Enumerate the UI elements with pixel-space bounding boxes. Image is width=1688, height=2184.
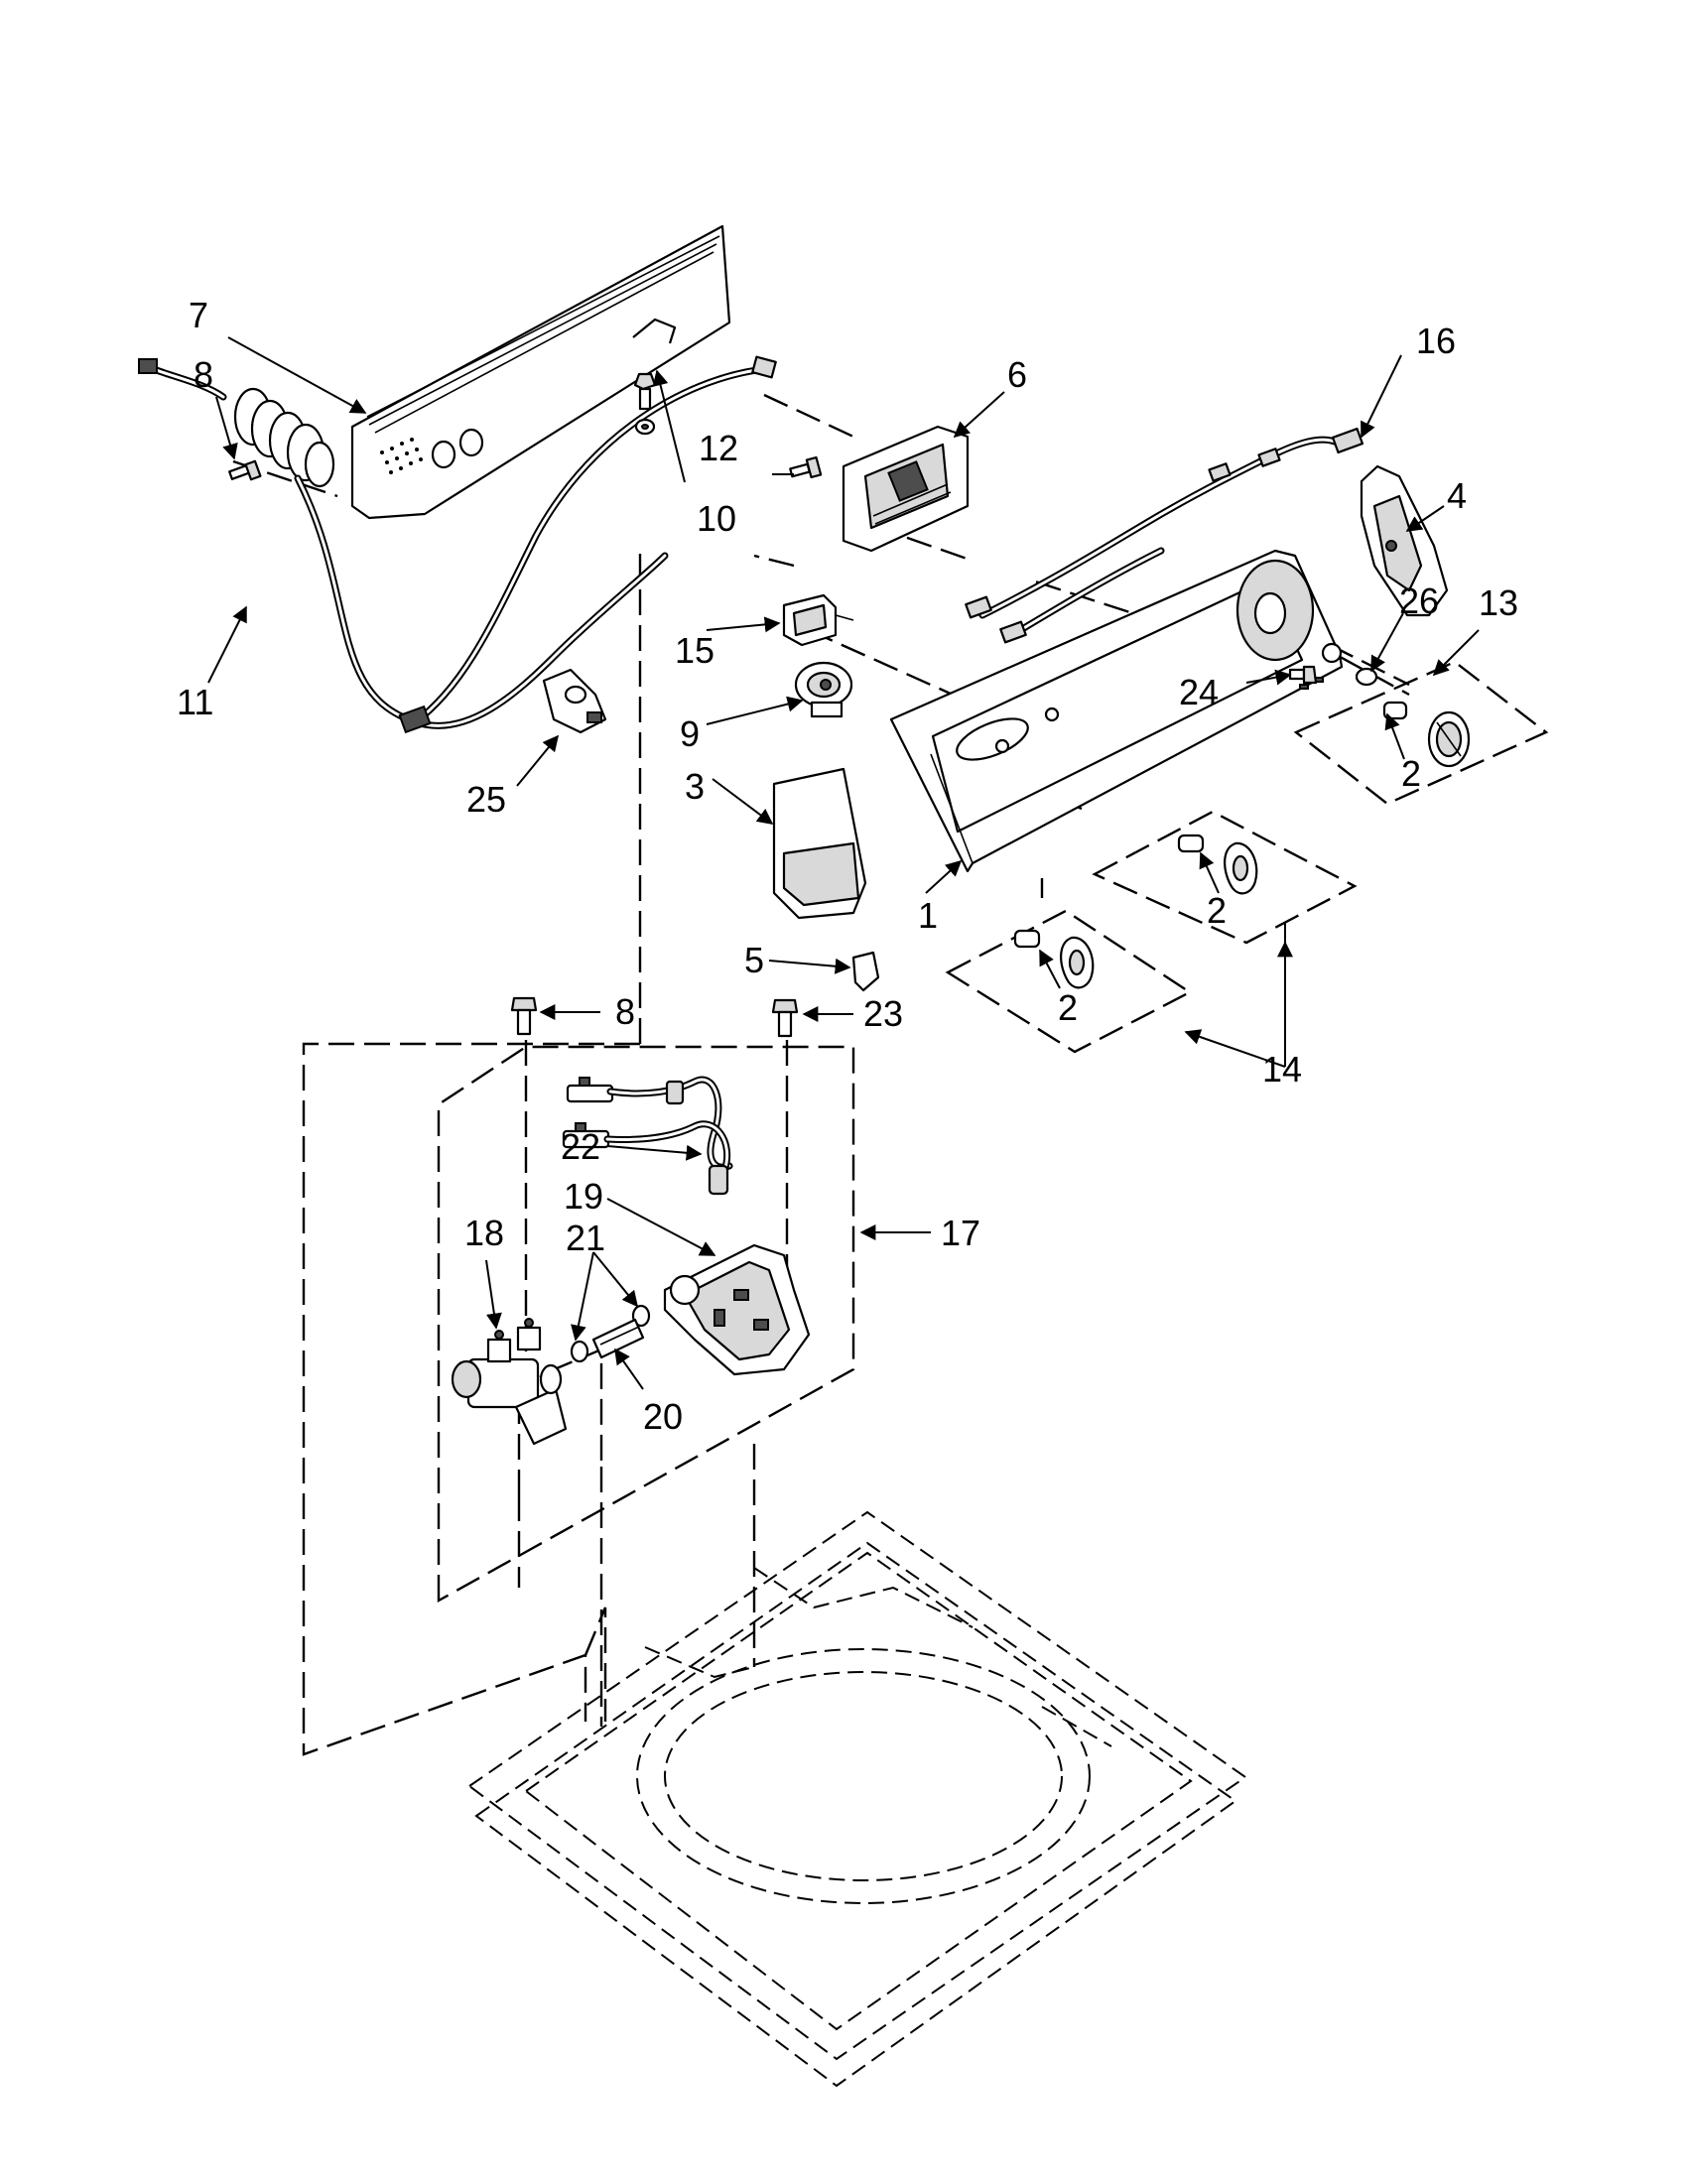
ground-screw [633, 372, 657, 411]
valve-harness-22 [562, 1076, 733, 1196]
callout-21: 21 [566, 1218, 605, 1258]
ground-washer [634, 418, 656, 436]
o-ring-21b [631, 1304, 651, 1328]
callout-labels: 7 8 11 12 10 25 6 16 4 13 26 24 2 2 2 14… [177, 295, 1518, 1437]
cabinet-top-outline [467, 1510, 1247, 2088]
power-cord [138, 355, 777, 734]
knob-shaft-lower [1013, 929, 1041, 949]
callout-2-middle: 2 [1207, 890, 1227, 931]
group-17-outline [437, 1045, 855, 1604]
lid-switch-15 [782, 593, 854, 647]
callout-26: 26 [1399, 580, 1439, 621]
knob-lower [1060, 936, 1095, 989]
callout-6: 6 [1007, 354, 1027, 395]
screw-24 [1288, 665, 1318, 685]
callout-11: 11 [177, 682, 213, 722]
callout-10: 10 [697, 498, 736, 539]
dispenser-housing-19 [663, 1243, 811, 1376]
callout-2-top: 2 [1401, 753, 1421, 794]
assembly-lines [232, 393, 1410, 1756]
board-screw [789, 455, 823, 479]
callout-14: 14 [1262, 1049, 1302, 1090]
callout-18: 18 [464, 1213, 504, 1253]
leader-arrows [207, 336, 1480, 1390]
console-back-panel [350, 224, 731, 520]
control-board [842, 425, 970, 553]
callout-23: 23 [863, 993, 903, 1034]
callout-5: 5 [744, 940, 764, 980]
callout-12: 12 [699, 428, 738, 468]
callout-7: 7 [189, 295, 208, 335]
callout-20: 20 [643, 1396, 683, 1437]
callout-8-upper: 8 [194, 354, 213, 395]
group-13-outline [1293, 660, 1549, 806]
clip-5 [851, 951, 880, 992]
callout-16: 16 [1416, 321, 1456, 361]
callout-25: 25 [466, 779, 506, 820]
wire-harness [965, 427, 1364, 644]
knob-middle [1224, 841, 1258, 895]
console [889, 549, 1344, 873]
callout-19: 19 [564, 1176, 603, 1217]
inlet-tube-20 [591, 1318, 645, 1359]
screw-8-lower [510, 996, 538, 1036]
screw-8-upper [228, 459, 262, 481]
callout-3: 3 [685, 766, 705, 807]
group-14-upper-outline [1092, 810, 1358, 945]
o-ring-21a [570, 1340, 589, 1363]
callout-24: 24 [1179, 672, 1219, 712]
vent-holes [380, 438, 423, 474]
screw-23 [771, 998, 799, 1038]
cord-clamp [542, 668, 607, 734]
water-valve-18 [451, 1318, 568, 1446]
callout-1: 1 [918, 895, 938, 936]
pressure-switch-9 [794, 661, 853, 718]
callout-22: 22 [561, 1126, 600, 1167]
callout-2-lower: 2 [1058, 987, 1078, 1028]
callout-4: 4 [1447, 475, 1467, 516]
end-cap-bracket [1360, 464, 1449, 617]
knob-top-right [1427, 710, 1471, 768]
washer-26 [1355, 667, 1378, 687]
callout-8-lower: 8 [615, 991, 635, 1032]
callout-15: 15 [675, 630, 714, 671]
callout-17: 17 [941, 1213, 980, 1253]
callout-13: 13 [1479, 582, 1518, 623]
dispenser-lid-3 [772, 767, 867, 920]
knob-shaft-middle [1177, 834, 1205, 853]
callout-9: 9 [680, 713, 700, 754]
